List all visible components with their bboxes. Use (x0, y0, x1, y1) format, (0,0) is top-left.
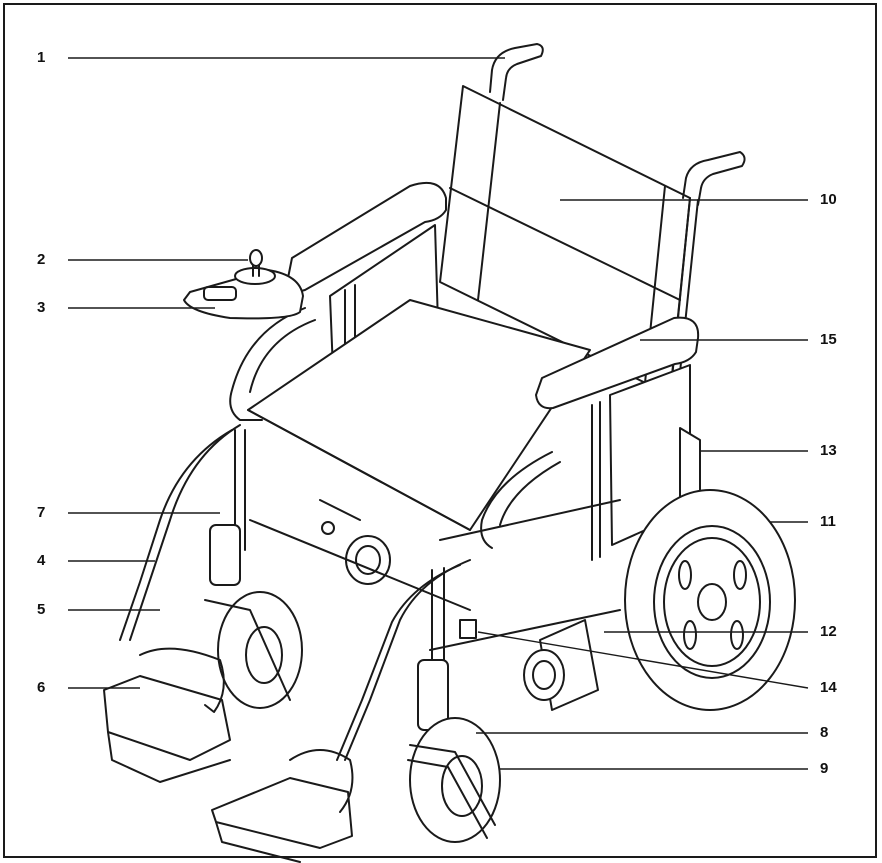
callout-13: 13 (820, 442, 837, 459)
callout-14: 14 (820, 679, 837, 696)
callout-9: 9 (820, 760, 829, 777)
seat (247, 299, 591, 531)
motor-left (345, 535, 391, 585)
callout-2: 2 (37, 251, 46, 268)
motor-right (523, 619, 599, 711)
push-handle-right (682, 151, 746, 206)
caster-right (407, 717, 501, 843)
joystick-controller (183, 249, 304, 320)
callout-3: 3 (37, 299, 46, 316)
callout-12: 12 (820, 623, 837, 640)
callout-15: 15 (820, 331, 837, 348)
callout-4: 4 (37, 552, 46, 569)
callout-6: 6 (37, 679, 46, 696)
callout-7: 7 (37, 504, 46, 521)
footrest-right (211, 749, 354, 863)
footrest-left (103, 647, 231, 783)
callout-5: 5 (37, 601, 46, 618)
leader-lines (68, 57, 809, 770)
callout-8: 8 (820, 724, 829, 741)
callout-11: 11 (820, 513, 836, 530)
callout-1: 1 (37, 49, 46, 66)
push-handle-left (489, 43, 544, 101)
diagram-frame (3, 3, 877, 858)
caster-left (204, 591, 303, 709)
rear-wheel (624, 489, 796, 711)
callout-10: 10 (820, 191, 837, 208)
